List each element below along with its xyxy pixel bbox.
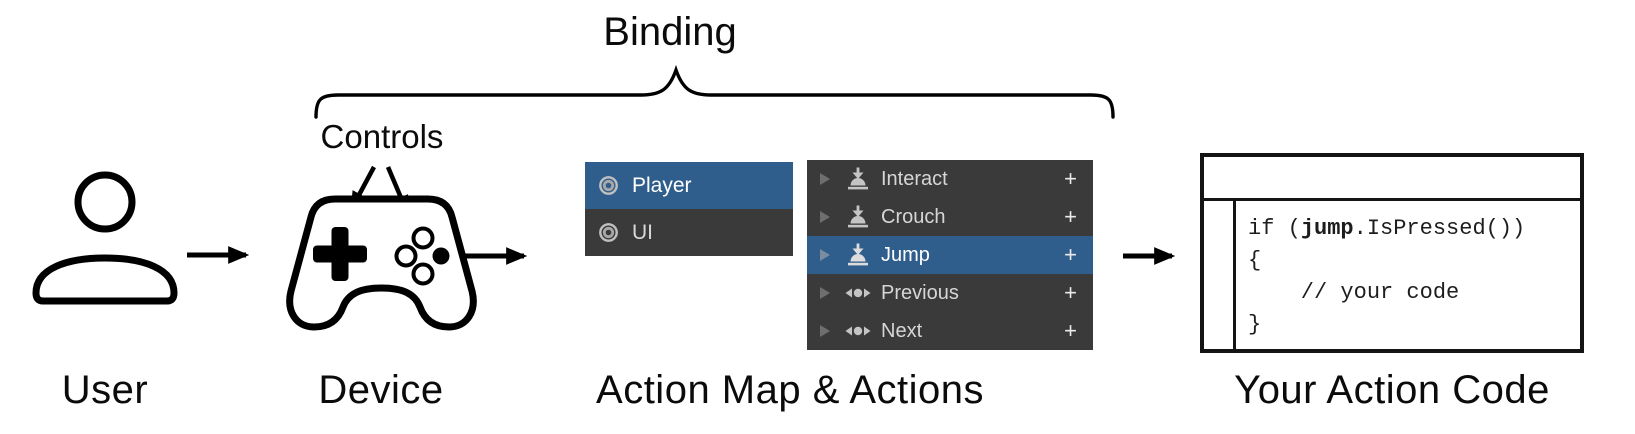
pressed-button-icon [432, 247, 450, 265]
caption-action-map: Action Map & Actions [596, 368, 984, 412]
foldout-icon[interactable] [817, 209, 833, 225]
code-window: if (jump.IsPressed()) { // your code } [1200, 153, 1584, 353]
foldout-icon[interactable] [817, 285, 833, 301]
button-action-icon [848, 167, 868, 190]
code-line-3: // your code [1248, 280, 1460, 305]
caption-device: Device [318, 368, 444, 412]
button-action-icon [848, 243, 868, 266]
action-map-row-ui[interactable]: UI [585, 209, 793, 256]
action-map-icon [599, 176, 618, 195]
add-binding-button[interactable]: + [1064, 280, 1077, 305]
code-window-titlebar [1204, 157, 1580, 201]
add-binding-button[interactable]: + [1064, 318, 1077, 343]
foldout-icon[interactable] [817, 171, 833, 187]
binding-label: Binding [603, 10, 737, 54]
binding-brace-icon [314, 64, 1115, 119]
foldout-icon[interactable] [817, 323, 833, 339]
code-window-gutter [1233, 201, 1236, 349]
action-row-previous[interactable]: Previous + [807, 274, 1093, 312]
face-buttons-icon [394, 226, 435, 286]
code-jump-token: jump [1300, 216, 1354, 241]
action-map-label: Player [632, 173, 692, 197]
controls-label: Controls [320, 118, 444, 155]
code-line-4: } [1248, 312, 1262, 337]
button-action-icon [848, 205, 868, 228]
action-label: Crouch [881, 205, 946, 228]
caption-user: User [61, 368, 149, 412]
action-row-next[interactable]: Next + [807, 312, 1093, 350]
action-map-icon [599, 223, 618, 242]
action-row-interact[interactable]: Interact + [807, 160, 1093, 198]
action-map-label: UI [632, 220, 653, 244]
axis-action-icon [845, 326, 871, 336]
foldout-icon[interactable] [817, 247, 833, 263]
action-row-crouch[interactable]: Crouch + [807, 198, 1093, 236]
add-binding-button[interactable]: + [1064, 204, 1077, 229]
add-binding-button[interactable]: + [1064, 166, 1077, 191]
actions-panel: Interact + Crouch + Jump + [807, 160, 1093, 350]
caption-action-code: Your Action Code [1234, 368, 1550, 412]
action-map-panel: Player UI [585, 162, 793, 256]
code-line-2: { [1248, 248, 1262, 273]
dpad-icon [313, 227, 367, 281]
action-map-row-player[interactable]: Player [585, 162, 793, 209]
add-binding-button[interactable]: + [1064, 242, 1077, 267]
action-label: Interact [881, 167, 948, 190]
user-icon [32, 171, 178, 305]
action-label: Jump [881, 243, 930, 266]
code-line-1: if (jump.IsPressed()) [1248, 216, 1526, 241]
axis-action-icon [845, 288, 871, 298]
code-text: if (jump.IsPressed()) { // your code } [1248, 213, 1525, 341]
action-label: Previous [881, 281, 959, 304]
action-label: Next [881, 319, 923, 342]
action-row-jump[interactable]: Jump + [807, 236, 1093, 274]
gamepad-icon [286, 195, 477, 331]
